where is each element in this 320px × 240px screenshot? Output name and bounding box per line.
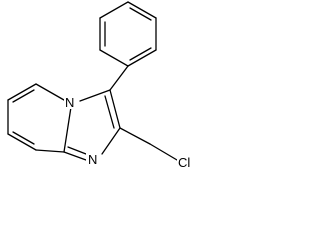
phenyl-double-bond — [129, 7, 152, 21]
n-bridge-label-bg — [64, 95, 77, 109]
phenyl-ring — [99, 1, 157, 67]
phenyl-c3-bond — [109, 65, 129, 91]
n4-c3-bond — [79, 89, 111, 102]
imidazole-ring — [63, 89, 121, 161]
phenyl-bond — [127, 49, 157, 67]
n-bridge-label: N — [65, 95, 74, 110]
phenyl-double-bond — [129, 47, 152, 61]
c7-c8-bond — [7, 133, 37, 151]
c3-c2-double-bond — [104, 95, 115, 129]
pyridine-ring — [7, 83, 65, 153]
c8a-n4-bond — [63, 106, 72, 153]
c7-c8-double-bond — [12, 131, 35, 145]
c5-c6-bond — [7, 83, 37, 101]
c2-n1-bond — [101, 127, 121, 155]
c2-ch2-bond — [119, 127, 151, 145]
chemical-structure-diagram: N N Cl — [7, 1, 199, 170]
n1-c8a-bond — [63, 151, 87, 161]
phenyl-bond — [99, 1, 129, 19]
n-ring-label: N — [88, 152, 97, 167]
phenyl-bond — [127, 1, 157, 19]
c5-c6-double-bond — [12, 89, 35, 103]
n-ring-label-bg — [86, 151, 100, 166]
n4-c5-bond — [35, 83, 65, 101]
chlorine-label: Cl — [178, 155, 190, 170]
n1-c8a-double-bond — [67, 146, 87, 155]
chlorine-label-bg — [177, 154, 199, 170]
c3-c2-bond — [109, 89, 121, 129]
phenyl-bond — [99, 49, 129, 67]
ch2-cl-bond — [149, 143, 178, 161]
c8-c8a-bond — [35, 149, 65, 153]
